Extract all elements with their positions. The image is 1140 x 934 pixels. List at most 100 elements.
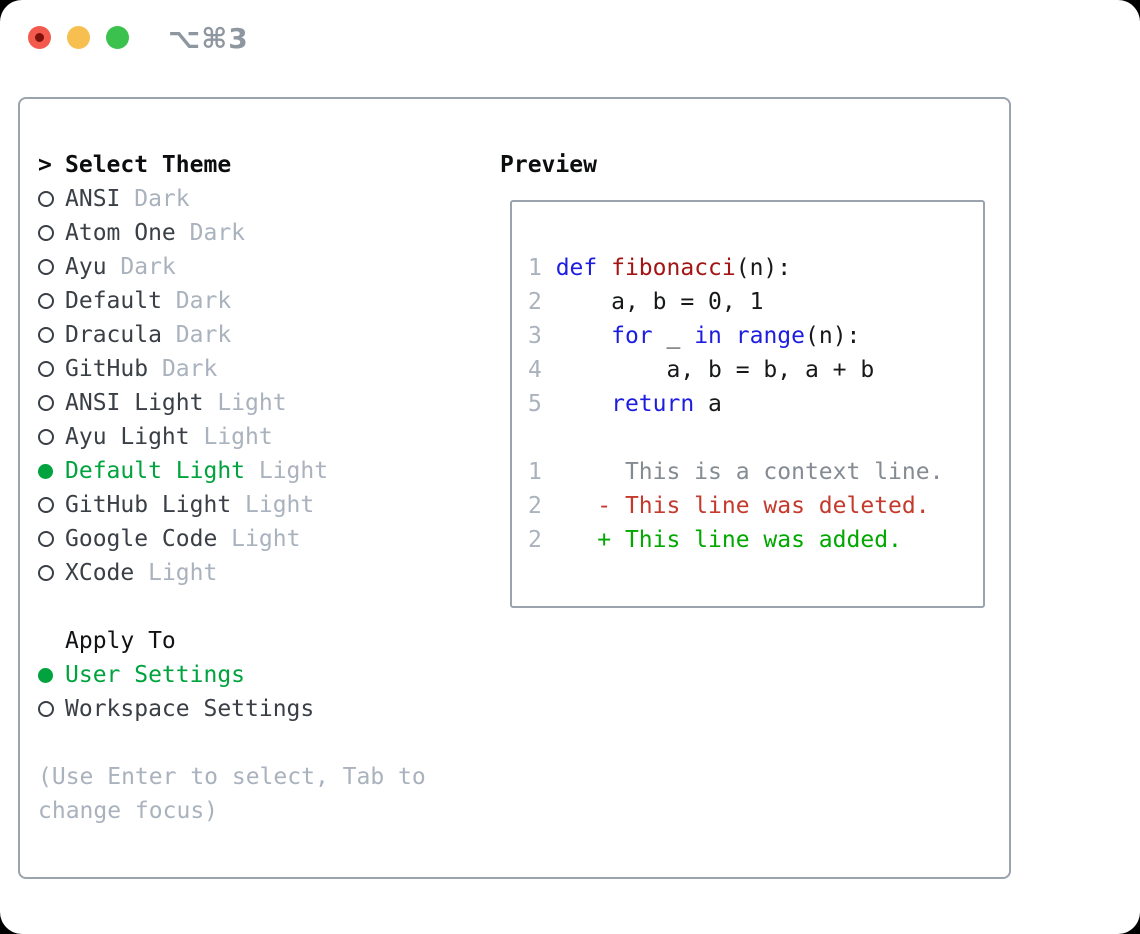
theme-option-ayu[interactable]: Ayu Dark xyxy=(38,250,483,284)
theme-option-github-light[interactable]: GitHub Light Light xyxy=(38,488,483,522)
radio-unselected-icon xyxy=(38,488,65,522)
code-token xyxy=(556,323,611,349)
line-number: 5 xyxy=(528,391,556,417)
selection-cursor-icon: > xyxy=(38,152,52,178)
code-token xyxy=(722,323,736,349)
theme-option-variant: Dark xyxy=(106,254,176,280)
line-number: 2 xyxy=(528,527,556,553)
keyboard-hint-text: (Use Enter to select, Tab to change focu… xyxy=(38,764,440,824)
theme-option-variant: Dark xyxy=(148,356,218,382)
code-line: 1 def fibonacci(n): xyxy=(528,251,943,285)
theme-option-name: GitHub Light xyxy=(65,492,232,518)
radio-unselected-icon xyxy=(38,692,65,726)
code-token: def xyxy=(555,255,598,281)
code-token: fibonacci xyxy=(611,255,736,281)
radio-unselected-icon xyxy=(38,386,65,420)
radio-unselected-icon xyxy=(38,420,65,454)
theme-option-ayu-light[interactable]: Ayu Light Light xyxy=(38,420,483,454)
code-token: range xyxy=(735,323,805,349)
theme-option-variant: Dark xyxy=(175,220,246,246)
code-line: 2 - This line was deleted. xyxy=(528,489,943,523)
theme-option-google-code[interactable]: Google Code Light xyxy=(38,522,483,556)
line-number: 4 xyxy=(528,357,556,383)
theme-option-name: Ayu xyxy=(65,254,107,280)
theme-option-variant: Light xyxy=(189,424,273,450)
theme-option-variant: Light xyxy=(217,526,301,552)
theme-option-name: Ayu Light xyxy=(65,424,190,450)
code-token: _ xyxy=(652,323,695,349)
apply-option-label: Workspace Settings xyxy=(65,696,315,722)
theme-option-variant: Dark xyxy=(120,186,190,212)
theme-option-atom-one[interactable]: Atom One Dark xyxy=(38,216,483,250)
apply-to-title-label: Apply To xyxy=(65,628,176,654)
radio-selected-icon xyxy=(38,454,65,488)
code-token: return xyxy=(611,391,695,417)
theme-option-default-light[interactable]: Default Light Light xyxy=(38,454,483,488)
code-line: 2 + This line was added. xyxy=(528,523,943,557)
theme-option-name: Dracula xyxy=(65,322,162,348)
theme-option-dracula[interactable]: Dracula Dark xyxy=(38,318,483,352)
theme-option-name: XCode xyxy=(65,560,135,586)
theme-option-name: Default xyxy=(65,288,162,314)
theme-option-name: ANSI xyxy=(65,186,121,212)
code-token: a xyxy=(694,391,722,417)
code-token: for xyxy=(611,323,653,349)
zoom-button[interactable] xyxy=(106,26,129,49)
theme-option-default[interactable]: Default Dark xyxy=(38,284,483,318)
radio-unselected-icon xyxy=(38,522,65,556)
preview-title: Preview xyxy=(500,152,597,178)
code-line: 2 a, b = 0, 1 xyxy=(528,285,943,319)
window-shortcut-label: ⌥⌘3 xyxy=(168,22,249,55)
theme-option-variant: Light xyxy=(231,492,315,518)
code-token: + This line was added. xyxy=(555,527,902,553)
code-line: 5 return a xyxy=(528,387,943,421)
code-token: This is a context line. xyxy=(555,459,944,485)
apply-option-user-settings[interactable]: User Settings xyxy=(38,658,483,692)
code-line: 3 for _ in range(n): xyxy=(528,319,943,353)
close-button[interactable] xyxy=(28,26,51,49)
theme-option-name: Default Light xyxy=(65,458,246,484)
theme-option-ansi-light[interactable]: ANSI Light Light xyxy=(38,386,483,420)
code-token: a, b = 0, 1 xyxy=(555,289,764,315)
theme-option-variant: Light xyxy=(134,560,218,586)
radio-unselected-icon xyxy=(38,556,65,590)
code-token xyxy=(556,391,611,417)
radio-unselected-icon xyxy=(38,216,65,250)
code-line: 1 This is a context line. xyxy=(528,455,943,489)
code-token: a, b = b, a + b xyxy=(555,357,875,383)
code-token: in xyxy=(694,323,722,349)
apply-to-title: Apply To xyxy=(38,624,483,658)
line-number: 3 xyxy=(528,323,556,349)
minimize-button[interactable] xyxy=(67,26,90,49)
theme-option-variant: Dark xyxy=(161,322,232,348)
theme-option-name: ANSI Light xyxy=(65,390,204,416)
code-token: - This line was deleted. xyxy=(555,493,930,519)
code-token xyxy=(597,255,611,281)
line-number: 2 xyxy=(528,493,556,519)
apply-option-label: User Settings xyxy=(65,662,246,688)
theme-option-name: GitHub xyxy=(65,356,149,382)
radio-unselected-icon xyxy=(38,352,65,386)
line-number: 1 xyxy=(528,255,556,281)
radio-unselected-icon xyxy=(38,284,65,318)
code-token: (n): xyxy=(805,323,861,349)
line-number: 1 xyxy=(528,459,556,485)
apply-option-workspace-settings[interactable]: Workspace Settings xyxy=(38,692,483,726)
theme-option-name: Google Code xyxy=(65,526,218,552)
line-number: 2 xyxy=(528,289,556,315)
theme-list-title: >Select Theme xyxy=(38,148,483,182)
theme-option-variant: Light xyxy=(245,458,329,484)
theme-option-xcode[interactable]: XCode Light xyxy=(38,556,483,590)
theme-option-github[interactable]: GitHub Dark xyxy=(38,352,483,386)
theme-option-name: Atom One xyxy=(65,220,176,246)
radio-unselected-icon xyxy=(38,182,65,216)
radio-unselected-icon xyxy=(38,318,65,352)
theme-option-ansi[interactable]: ANSI Dark xyxy=(38,182,483,216)
marker-spacer xyxy=(38,624,65,658)
theme-option-variant: Dark xyxy=(161,288,232,314)
